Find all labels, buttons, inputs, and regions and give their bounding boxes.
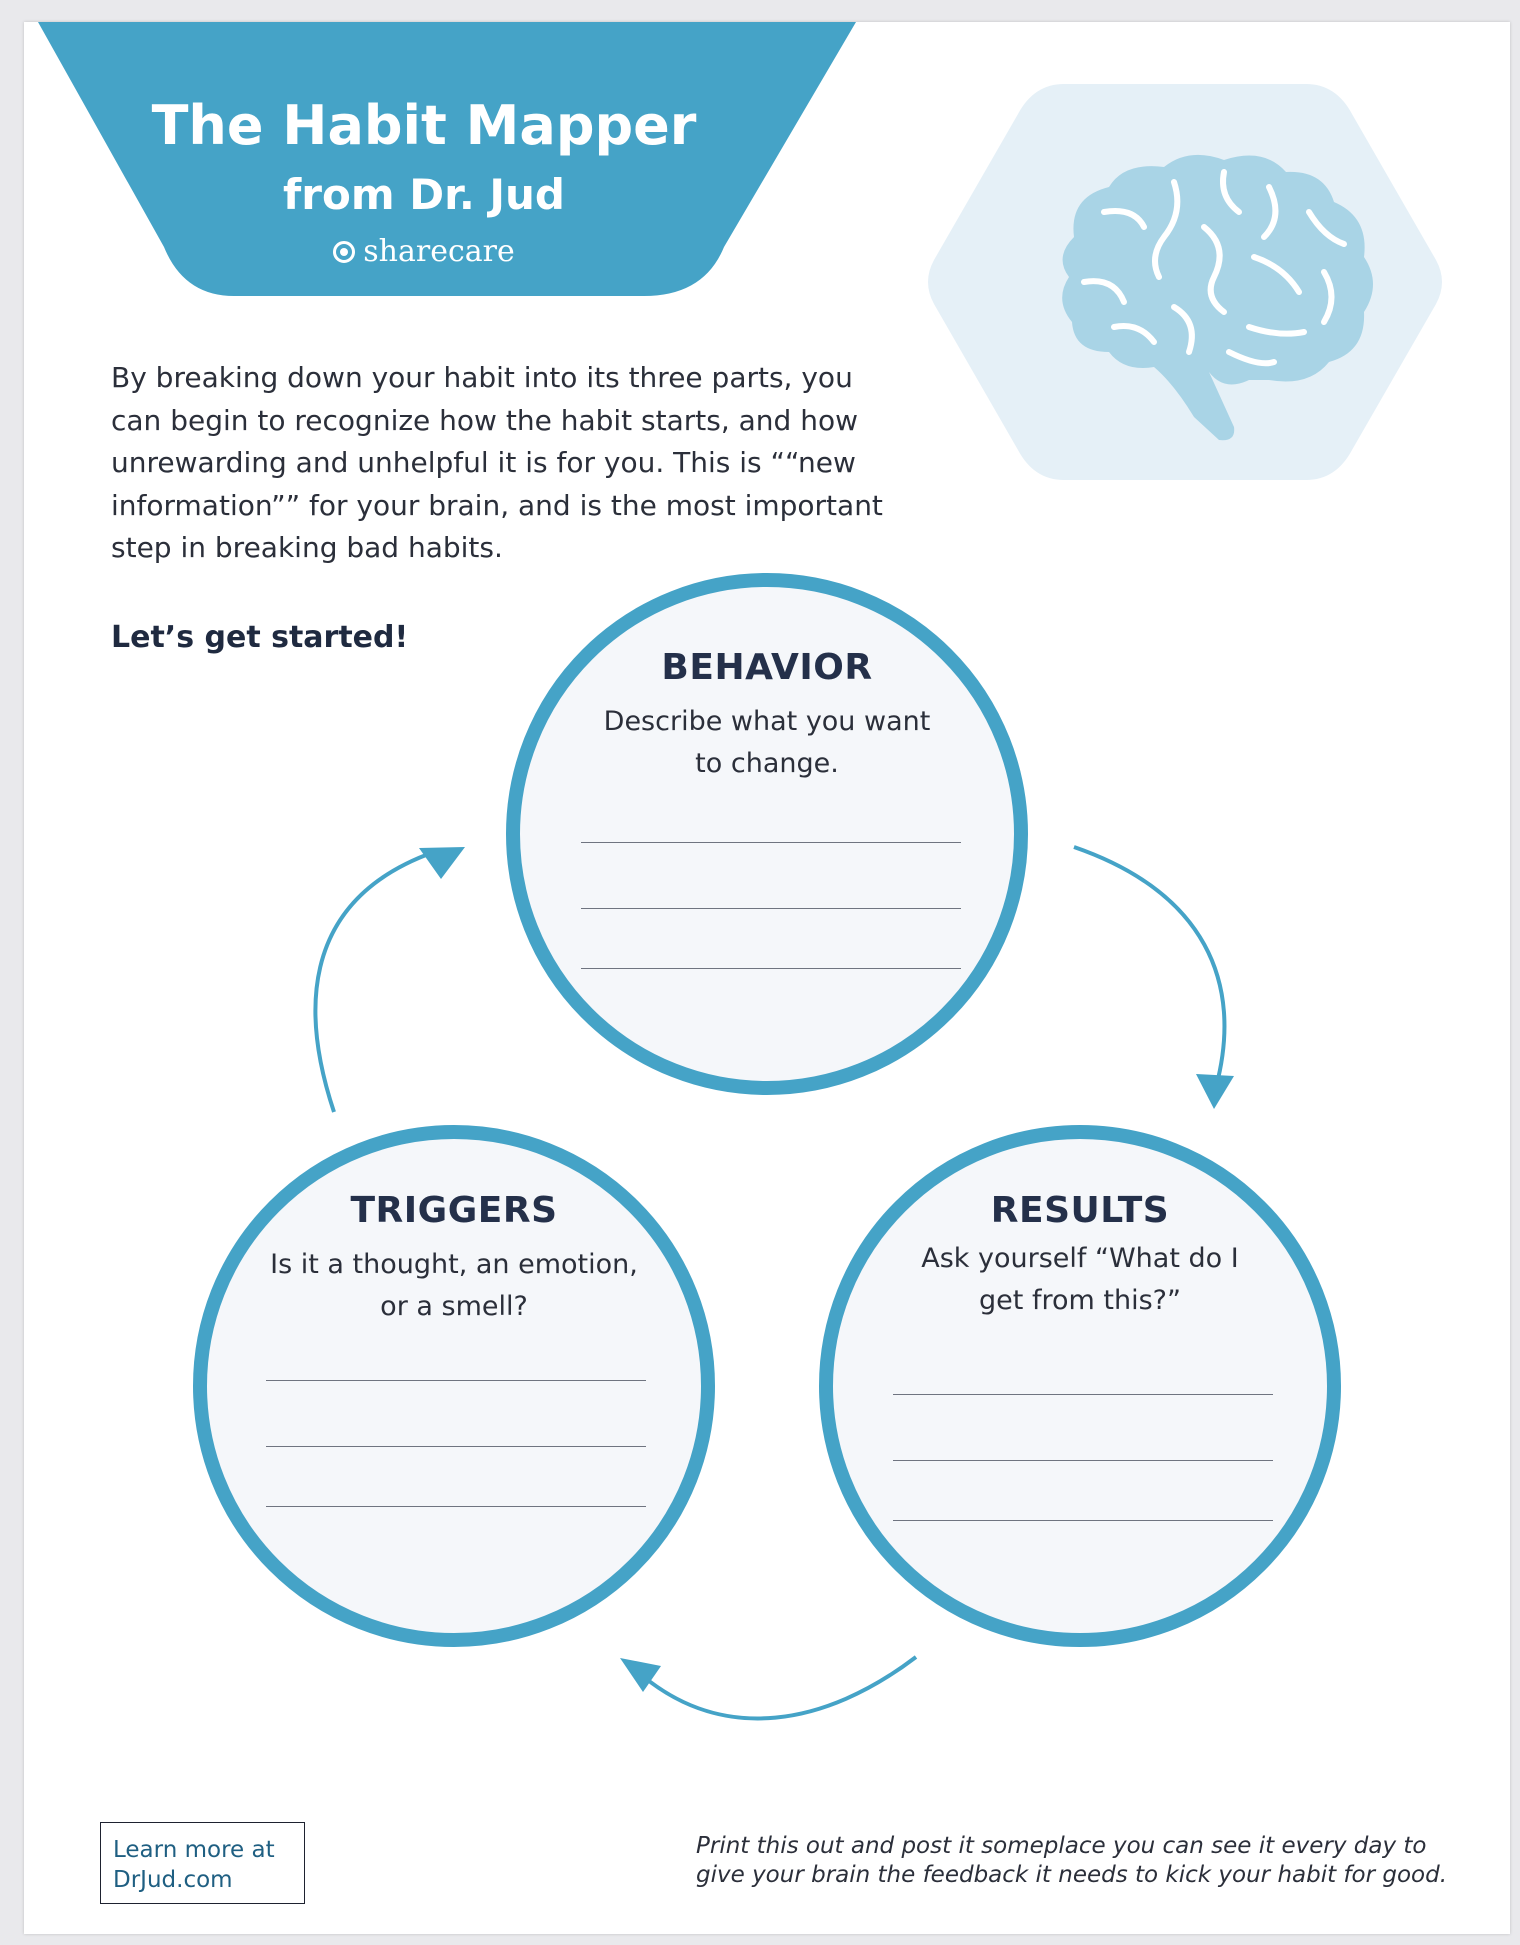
results-answer-line[interactable] bbox=[893, 1520, 1273, 1521]
behavior-circle bbox=[506, 573, 1028, 1095]
triggers-circle bbox=[193, 1125, 715, 1647]
intro-paragraph: By breaking down your habit into its thr… bbox=[111, 361, 883, 564]
page-subtitle: from Dr. Jud bbox=[283, 170, 565, 219]
arrow-triggers-to-behavior bbox=[313, 850, 435, 1113]
behavior-answer-line[interactable] bbox=[581, 908, 961, 909]
arrow-behavior-to-results bbox=[1073, 845, 1227, 1088]
footer-note-line2: give your brain the feedback it needs to… bbox=[696, 1862, 1448, 1888]
results-description-line2: get from this?” bbox=[979, 1285, 1181, 1316]
brand-name: sharecare bbox=[363, 234, 515, 269]
header-banner bbox=[38, 22, 856, 296]
footer-note: Print this out and post it someplace you… bbox=[696, 1832, 1496, 1890]
results-answer-line[interactable] bbox=[893, 1394, 1273, 1395]
graphics-layer bbox=[38, 22, 1442, 1721]
triggers-description-line1: Is it a thought, an emotion, bbox=[270, 1249, 638, 1280]
footer-note-line1: Print this out and post it someplace you… bbox=[696, 1833, 1427, 1859]
results-circle bbox=[819, 1125, 1341, 1647]
behavior-title: BEHAVIOR bbox=[661, 647, 873, 688]
arrowhead-triggers bbox=[620, 1658, 661, 1692]
triggers-answer-line[interactable] bbox=[266, 1380, 646, 1381]
learn-more-box[interactable]: Learn more at DrJud.com bbox=[100, 1822, 305, 1904]
results-description-line1: Ask yourself “What do I bbox=[921, 1243, 1239, 1274]
behavior-description-line2: to change. bbox=[695, 748, 839, 779]
behavior-answer-line[interactable] bbox=[581, 968, 961, 969]
call-to-action: Let’s get started! bbox=[111, 620, 409, 655]
results-title: RESULTS bbox=[990, 1190, 1170, 1231]
behavior-description-line1: Describe what you want bbox=[603, 706, 931, 737]
triggers-title: TRIGGERS bbox=[350, 1190, 558, 1231]
results-answer-line[interactable] bbox=[893, 1460, 1273, 1461]
arrowhead-behavior bbox=[419, 847, 465, 879]
triggers-answer-line[interactable] bbox=[266, 1506, 646, 1507]
page-title: The Habit Mapper bbox=[151, 94, 697, 157]
brain-icon bbox=[1062, 154, 1373, 441]
behavior-answer-line[interactable] bbox=[581, 842, 961, 843]
arrow-results-to-triggers bbox=[642, 1655, 918, 1721]
worksheet-page: The Habit Mapper from Dr. Jud sharecare … bbox=[24, 22, 1510, 1934]
brand-row: sharecare bbox=[104, 234, 744, 269]
sharecare-logo-icon bbox=[333, 241, 356, 263]
learn-more-link[interactable]: DrJud.com bbox=[113, 1867, 233, 1893]
triggers-description-line2: or a smell? bbox=[380, 1291, 528, 1322]
triggers-answer-line[interactable] bbox=[266, 1446, 646, 1447]
arrowhead-results bbox=[1196, 1074, 1234, 1109]
learn-more-line1: Learn more at bbox=[113, 1837, 275, 1863]
